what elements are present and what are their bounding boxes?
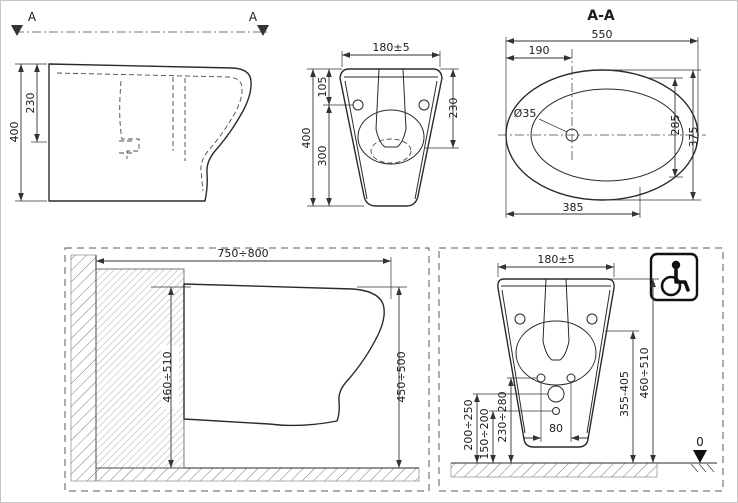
view-plan-section: A-A Ø35 550 190 285 375 385: [498, 8, 706, 218]
section-title: A-A: [587, 8, 615, 24]
bidet-install-side-outline: [183, 283, 385, 427]
bidet-side-outline: [48, 63, 252, 202]
dim-fix-height: 230÷280: [496, 391, 509, 442]
dim-install-frame-height: 460÷510: [161, 351, 174, 402]
section-arrow-right: [257, 25, 269, 36]
view-installation-front: 180±5 200÷250 150÷200 230÷280 80 355-405…: [438, 247, 724, 492]
view-installation-side: 750÷800 460÷510 450÷500: [64, 247, 430, 492]
dim-front-height: 400: [300, 128, 313, 149]
dim-plan-hole-diameter: Ø35: [514, 107, 537, 120]
drain-hole: [547, 385, 565, 403]
view-side: 400 230: [8, 63, 252, 202]
dim-side-depth: 230: [24, 93, 37, 114]
dim-rim-height: 460÷510: [638, 347, 651, 398]
section-cut-line: A A: [11, 10, 269, 36]
bidet-front-drain-hidden: [370, 138, 412, 164]
tap-hole-left: [514, 313, 526, 325]
floor-hatch-front: [450, 462, 658, 478]
fixing-hole-left: [536, 373, 546, 383]
bidet-side-inner-shell: [56, 72, 243, 192]
section-arrow-left: [11, 25, 23, 36]
wheelchair-icon: [649, 252, 699, 302]
bidet-front-hole-right: [418, 99, 430, 111]
dim-front-width: 180±5: [372, 41, 409, 54]
dim-plan-inner-width: 285: [669, 115, 682, 136]
inlet-hole: [552, 407, 560, 415]
bidet-side-channel: [119, 80, 140, 159]
bidet-side-detail: [119, 77, 186, 161]
bidet-front-outline: [339, 68, 443, 207]
dim-fix-spacing: 80: [549, 422, 563, 435]
dim-mid-height: 355-405: [618, 371, 631, 417]
dim-side-height: 400: [8, 122, 21, 143]
wall-hatch: [70, 254, 97, 482]
dim-install-front-width: 180±5: [537, 253, 574, 266]
datum-zero-label: 0: [696, 435, 704, 449]
bidet-install-front-rim: [501, 285, 611, 434]
dim-plan-bowl-length: 385: [563, 201, 584, 214]
dim-install-rim-height: 450÷500: [395, 351, 408, 402]
bidet-front-hole-left: [352, 99, 364, 111]
section-label-a-right: A: [249, 10, 258, 24]
floor-hatch: [95, 467, 420, 482]
bidet-install-front-outline: [497, 278, 615, 448]
bidet-front-bowl: [357, 109, 425, 165]
dim-drain-height: 200÷250: [462, 399, 475, 450]
dim-plan-width: 375: [687, 127, 700, 148]
dim-plan-hole-offset: 190: [529, 44, 550, 57]
section-label-a-left: A: [28, 10, 37, 24]
dim-inlet-height: 150÷200: [478, 408, 491, 459]
datum-zero-marker: 0: [690, 435, 715, 473]
fixing-hole-right: [566, 373, 576, 383]
bidet-install-front-column: [542, 278, 570, 361]
view-front: 180±5 400 105 300 230: [300, 41, 460, 207]
dim-front-hole-top: 105: [316, 77, 329, 98]
dim-front-side: 230: [447, 98, 460, 119]
bidet-plan-bowl: [530, 88, 684, 182]
dim-install-depth: 750÷800: [217, 247, 268, 260]
bidet-install-front-bowl: [515, 320, 597, 386]
tap-hole-right: [586, 313, 598, 325]
dim-plan-length: 550: [592, 28, 613, 41]
installation-side-frame: [64, 247, 430, 492]
bidet-front-column: [375, 68, 407, 148]
bidet-front-rim: [344, 76, 438, 200]
dim-front-hole-bottom: 300: [316, 146, 329, 167]
